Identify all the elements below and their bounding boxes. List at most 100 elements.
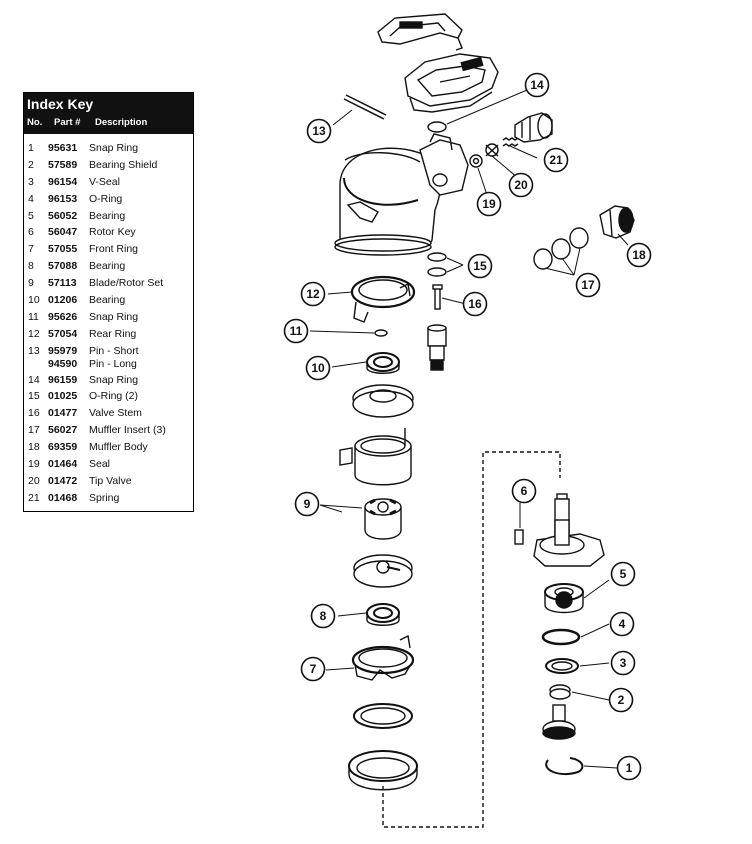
assembly-dashed-line: [382, 451, 561, 828]
callout-circle: [476, 191, 502, 217]
index-key-row: 94590 Pin - Long: [24, 358, 193, 370]
index-key-cell-no: 6: [28, 226, 34, 239]
callout-3: 3: [610, 650, 636, 676]
index-key-cell-desc: Pin - Long: [89, 357, 137, 370]
index-key-cell-desc: Muffler Body: [89, 441, 148, 454]
gasket-ring: [353, 703, 413, 729]
main-housing-part: [334, 133, 469, 256]
index-key-cell-part: 01477: [48, 407, 78, 420]
part-15-o-ring-lower: [427, 267, 447, 277]
index-key-cell-no: 4: [28, 192, 34, 205]
leader-lines: [309, 89, 629, 769]
callout-number: 8: [320, 609, 327, 623]
index-key-cell-desc: Blade/Rotor Set: [89, 277, 164, 290]
callout-7: 7: [300, 656, 326, 682]
index-key-cell-part: 56047: [48, 226, 78, 239]
callout-17: 17: [575, 272, 601, 298]
callout-circle: [300, 656, 326, 682]
index-key-cell-no: 15: [28, 390, 40, 403]
index-key-cell-desc: Seal: [89, 458, 111, 471]
callout-number: 16: [468, 297, 482, 311]
part-18-muffler-body: [599, 205, 635, 239]
part-19-seal-center: [472, 157, 480, 165]
callout-circle: [283, 318, 309, 344]
index-key-cell-no: 13: [28, 344, 40, 357]
spindle-part: [533, 493, 605, 567]
index-key-cell-desc: Muffler Insert (3): [89, 424, 166, 437]
callout-10: 10: [305, 355, 331, 381]
index-key-cell-desc: Valve Stem: [89, 407, 142, 420]
index-key-cell-desc: Bearing: [89, 260, 126, 273]
index-key-cell-part: 01464: [48, 458, 78, 471]
callout-circle: [610, 650, 636, 676]
callout-4: 4: [609, 611, 635, 637]
callout-circle: [608, 687, 634, 713]
callout-number: 3: [620, 656, 627, 670]
callout-number: 5: [620, 567, 627, 581]
callout-circle: [609, 611, 635, 637]
part-4-o-ring: [541, 628, 581, 646]
part-2-bearing-shield: [549, 684, 571, 700]
column-header-no: No.: [27, 117, 43, 128]
index-key-cell-no: 11: [28, 310, 39, 323]
bottom-housing-ring: [348, 750, 418, 791]
index-key-cell-desc: Pin - Short: [89, 344, 139, 357]
index-key-cell-part: 95979: [48, 344, 78, 357]
index-key-cell-part: 01472: [48, 474, 78, 487]
callout-number: 18: [632, 248, 646, 262]
cylinder-part: [354, 428, 412, 486]
part-7-front-ring: [351, 634, 415, 681]
callout-5: 5: [610, 561, 636, 587]
callout-circle: [524, 72, 550, 98]
callout-19: 19: [476, 191, 502, 217]
part-12-rear-ring: [350, 275, 416, 323]
callout-number: 20: [514, 178, 528, 192]
column-header-part: Part #: [54, 117, 81, 128]
part-3-v-seal: [545, 658, 579, 674]
throttle-valve-fitting: [427, 324, 447, 371]
index-key-cell-desc: Rear Ring: [89, 327, 137, 340]
index-key-cell-part: 01025: [48, 390, 78, 403]
index-key-row: 13 95979 Pin - Short: [24, 343, 193, 360]
callout-12: 12: [300, 281, 326, 307]
callout-2: 2: [608, 687, 634, 713]
callout-1: 1: [616, 755, 642, 781]
index-key-cell-no: 9: [28, 277, 34, 290]
callout-number: 17: [581, 278, 595, 292]
callout-circle: [610, 561, 636, 587]
callout-11: 11: [283, 318, 309, 344]
part-21-spring: [502, 137, 519, 147]
part-19-seal: [469, 154, 483, 168]
index-key-cell-no: 3: [28, 175, 34, 188]
callout-circle: [467, 253, 493, 279]
callout-circle: [305, 355, 331, 381]
callout-circle: [511, 478, 537, 504]
index-key-cell-part: 57589: [48, 158, 78, 171]
index-key-cell-part: 95631: [48, 142, 78, 154]
callout-number: 10: [311, 361, 325, 375]
index-key-cell-no: 17: [28, 424, 40, 437]
callout-circle: [575, 272, 601, 298]
index-key-cell-part: 57113: [48, 277, 77, 290]
part-5-bearing: [544, 583, 584, 614]
part-10-bearing: [366, 352, 400, 374]
rear-end-plate: [352, 384, 414, 418]
callout-circle: [310, 603, 336, 629]
index-key-cell-part: 94590: [48, 357, 78, 370]
callout-9: 9: [294, 491, 320, 517]
callout-16: 16: [462, 291, 488, 317]
callout-18: 18: [626, 242, 652, 268]
part-14-snap-ring: [427, 121, 447, 133]
callout-number: 19: [482, 197, 496, 211]
part-13-pin: [343, 94, 387, 120]
